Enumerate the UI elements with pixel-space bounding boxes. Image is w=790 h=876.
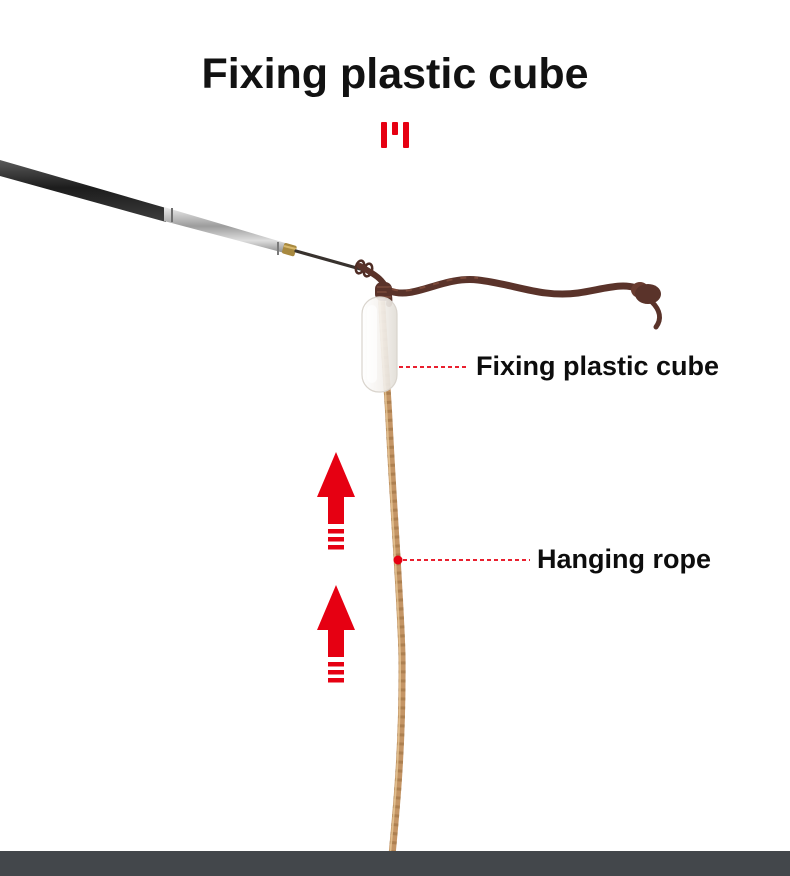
up-arrow-icon: [317, 585, 355, 683]
rod-ferrule: [164, 207, 292, 255]
brass-ring-highlight: [283, 245, 297, 250]
accent-bar: [403, 122, 409, 148]
up-arrow-icon: [317, 452, 355, 550]
cord-knot: [631, 282, 662, 330]
plastic-cube: [361, 296, 398, 393]
accent-bar: [381, 122, 387, 148]
rod-butt-section: [0, 160, 166, 222]
rope-anchor-dot: [393, 555, 403, 565]
cube-callout-label: Fixing plastic cube: [476, 351, 720, 381]
red-tick-marks-icon: [0, 122, 790, 152]
page-title: Fixing plastic cube: [201, 50, 589, 98]
accent-bar: [392, 122, 398, 135]
cord-loose-end: [386, 276, 642, 298]
footer-bar: [0, 851, 790, 876]
cube-highlight: [367, 305, 377, 383]
tie-cord: [354, 259, 662, 330]
annotation-graphics: [317, 366, 530, 683]
fishing-rod: [0, 160, 373, 274]
rope-callout-label: Hanging rope: [537, 544, 711, 574]
